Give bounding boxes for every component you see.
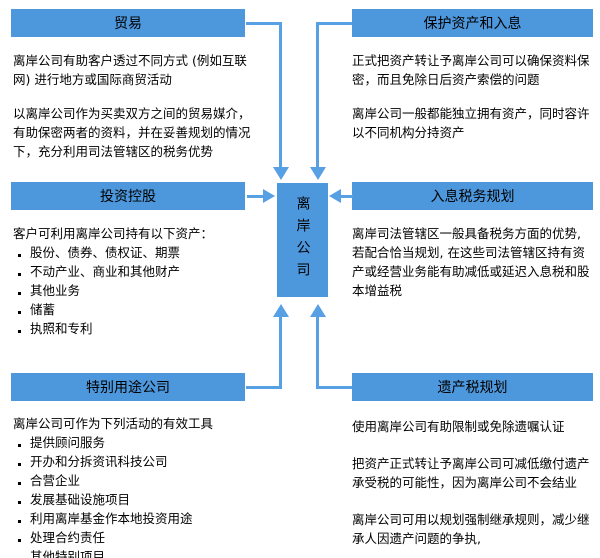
trade-paragraph: 以离岸公司作为买卖双方之间的贸易媒介，有助保密两者的资料，并在妥善规划的情况下，… bbox=[13, 106, 251, 159]
offshore-company-label: 离岸公司 bbox=[294, 196, 311, 284]
special-purpose-intro: 离岸公司可作为下列活动的有效工具 bbox=[13, 416, 214, 431]
list-item: 其他特别项目 bbox=[13, 547, 253, 558]
protect-assets-title: 保护资产和入息 bbox=[423, 16, 522, 32]
list-item: 开办和分拆资讯科技公司 bbox=[13, 452, 253, 471]
estate-tax-body: 使用离岸公司有助限制或免除遗嘱认证 把资产正式转让予离岸公司可减低缴付遗产承受税… bbox=[352, 417, 595, 548]
arrow-up-icon bbox=[310, 304, 326, 317]
arrow-up-icon bbox=[273, 304, 289, 317]
income-tax-body: 离岸司法管辖区一般具备税务方面的优势, 若配合恰当规划, 在这些司法管辖区持有资… bbox=[352, 224, 595, 300]
list-item: 其他业务 bbox=[13, 281, 253, 300]
income-tax-header-box: 入息税务规划 bbox=[352, 182, 593, 210]
list-item: 储蓄 bbox=[13, 300, 253, 319]
income-tax-title: 入息税务规划 bbox=[430, 189, 515, 205]
investment-holding-connector-line bbox=[247, 195, 263, 198]
arrow-down-icon bbox=[273, 167, 289, 180]
list-item: 处理合约责任 bbox=[13, 528, 253, 547]
trade-paragraph: 离岸公司有助客户透过不同方式 (例如互联网) 进行地方或国际商贸活动 bbox=[13, 53, 247, 87]
estate-tax-connector-line bbox=[316, 317, 319, 389]
list-item: 提供顾问服务 bbox=[13, 433, 253, 452]
protect-assets-body: 正式把资产转让予离岸公司可以确保资料保密，而且免除日后资产索偿的问题 离岸公司一… bbox=[352, 51, 595, 142]
list-item: 利用离岸基金作本地投资用途 bbox=[13, 509, 253, 528]
investment-holding-list: 股份、债券、债权证、期票 不动产业、商业和其他财产 其他业务 储蓄 执照和专利 bbox=[13, 243, 253, 338]
investment-holding-header-box: 投资控股 bbox=[11, 182, 245, 210]
offshore-company-center-box: 离岸公司 bbox=[277, 183, 328, 297]
income-tax-connector-line bbox=[341, 195, 353, 198]
investment-holding-intro: 客户可利用离岸公司持有以下资产： bbox=[13, 226, 214, 241]
arrow-down-icon bbox=[310, 167, 326, 180]
protect-assets-header-box: 保护资产和入息 bbox=[352, 9, 593, 37]
estate-tax-connector-line bbox=[316, 386, 352, 389]
protect-assets-paragraph: 离岸公司一般都能独立拥有资产，同时容许以不同机构分持资产 bbox=[352, 106, 590, 140]
special-purpose-title: 特别用途公司 bbox=[86, 380, 170, 396]
special-purpose-connector-line bbox=[279, 317, 282, 389]
protect-assets-paragraph: 正式把资产转让予离岸公司可以确保资料保密，而且免除日后资产索偿的问题 bbox=[352, 53, 590, 87]
trade-header-box: 贸易 bbox=[11, 9, 245, 37]
special-purpose-connector-line bbox=[246, 386, 281, 389]
special-purpose-list: 提供顾问服务 开办和分拆资讯科技公司 合营企业 发展基础设施项目 利用离岸基金作… bbox=[13, 433, 253, 558]
protect-assets-connector-line bbox=[316, 22, 319, 167]
arrow-left-icon bbox=[329, 189, 341, 203]
income-tax-paragraph: 离岸司法管辖区一般具备税务方面的优势, 若配合恰当规划, 在这些司法管辖区持有资… bbox=[352, 226, 590, 298]
special-purpose-body: 离岸公司可作为下列活动的有效工具 提供顾问服务 开办和分拆资讯科技公司 合营企业… bbox=[13, 414, 253, 558]
trade-body: 离岸公司有助客户透过不同方式 (例如互联网) 进行地方或国际商贸活动 以离岸公司… bbox=[13, 51, 253, 161]
special-purpose-header-box: 特别用途公司 bbox=[11, 373, 245, 401]
list-item: 股份、债券、债权证、期票 bbox=[13, 243, 253, 262]
trade-connector-line bbox=[246, 22, 281, 25]
arrow-right-icon bbox=[263, 189, 275, 203]
list-item: 执照和专利 bbox=[13, 319, 253, 338]
estate-tax-paragraph: 离岸公司可用以规划强制继承规则，减少继承人因遗产问题的争执, bbox=[352, 512, 590, 546]
list-item: 合营企业 bbox=[13, 471, 253, 490]
protect-assets-connector-line bbox=[316, 22, 352, 25]
estate-tax-title: 遗产税规划 bbox=[437, 380, 508, 396]
trade-connector-line bbox=[279, 22, 282, 167]
estate-tax-paragraph: 使用离岸公司有助限制或免除遗嘱认证 bbox=[352, 419, 565, 434]
list-item: 不动产业、商业和其他财产 bbox=[13, 262, 253, 281]
investment-holding-body: 客户可利用离岸公司持有以下资产： 股份、债券、债权证、期票 不动产业、商业和其他… bbox=[13, 224, 253, 338]
estate-tax-paragraph: 把资产正式转让予离岸公司可减低缴付遗产承受税的可能性，因为离岸公司不会结业 bbox=[352, 456, 590, 490]
investment-holding-title: 投资控股 bbox=[100, 189, 156, 205]
estate-tax-header-box: 遗产税规划 bbox=[352, 373, 593, 401]
list-item: 发展基础设施项目 bbox=[13, 490, 253, 509]
trade-title: 贸易 bbox=[114, 16, 142, 32]
